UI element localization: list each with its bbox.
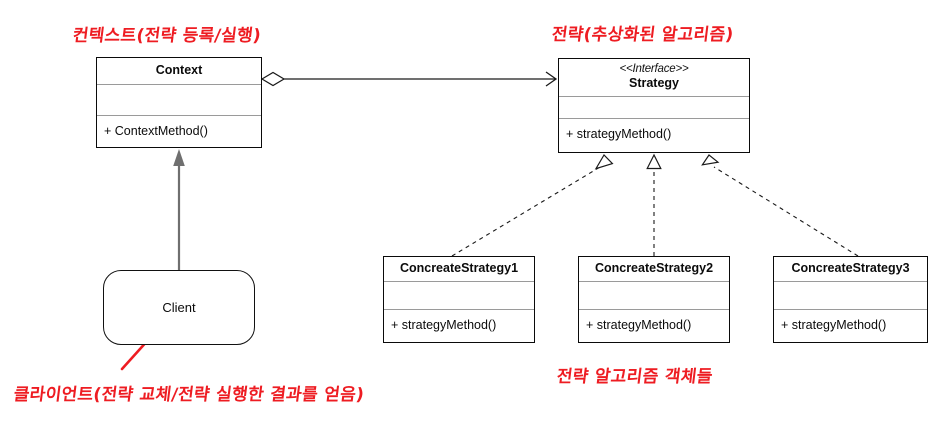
class-header-concrete-strategy-1: ConcreateStrategy1 xyxy=(384,257,534,282)
class-box-context[interactable]: Context + ContextMethod() xyxy=(96,57,262,148)
annotation-concrete-note: 전략 알고리즘 객체들 xyxy=(555,367,714,387)
annotation-client-note: 클라이언트(전략 교체/전략 실행한 결과를 얻음) xyxy=(12,385,366,405)
class-name-context: Context xyxy=(155,62,203,77)
class-operations-context: + ContextMethod() xyxy=(104,124,208,138)
class-attributes-concrete-strategy-2 xyxy=(579,282,729,310)
class-attributes-concrete-strategy-1 xyxy=(384,282,534,310)
edge-client-to-context xyxy=(173,149,185,270)
class-box-concrete-strategy-1[interactable]: ConcreateStrategy1 + strategyMethod() xyxy=(383,256,535,343)
edge-concrete2-to-strategy xyxy=(646,153,662,256)
class-box-concrete-strategy-2[interactable]: ConcreateStrategy2 + strategyMethod() xyxy=(578,256,730,343)
edge-context-to-strategy xyxy=(260,71,558,87)
class-attributes-concrete-strategy-3 xyxy=(774,282,927,310)
class-header-context: Context xyxy=(97,58,261,85)
class-header-strategy: <<Interface>> Strategy xyxy=(559,59,749,97)
class-operations-concrete-strategy-1: + strategyMethod() xyxy=(391,318,497,332)
class-attributes-context xyxy=(97,85,261,116)
class-name-concrete-strategy-2: ConcreateStrategy2 xyxy=(594,260,714,275)
class-box-concrete-strategy-3[interactable]: ConcreateStrategy3 + strategyMethod() xyxy=(773,256,928,343)
class-operations-concrete-strategy-3: + strategyMethod() xyxy=(781,318,887,332)
class-operations-concrete-strategy-2: + strategyMethod() xyxy=(586,318,692,332)
edge-concrete3-to-strategy xyxy=(701,154,859,257)
edge-concrete1-to-strategy xyxy=(451,154,614,257)
annotation-strategy-note: 전략(추상화된 알고리즘) xyxy=(550,25,735,45)
class-box-strategy[interactable]: <<Interface>> Strategy + strategyMethod(… xyxy=(558,58,750,153)
class-operations-strategy: + strategyMethod() xyxy=(566,127,672,141)
class-name-concrete-strategy-3: ConcreateStrategy3 xyxy=(791,260,910,275)
class-name-strategy: Strategy xyxy=(628,75,680,90)
class-stereotype-strategy: <<Interface>> xyxy=(619,62,689,75)
class-header-concrete-strategy-2: ConcreateStrategy2 xyxy=(579,257,729,282)
node-client-label: Client xyxy=(162,300,196,315)
class-header-concrete-strategy-3: ConcreateStrategy3 xyxy=(774,257,927,282)
class-name-concrete-strategy-1: ConcreateStrategy1 xyxy=(399,260,519,275)
class-attributes-strategy xyxy=(559,97,749,119)
annotation-context-note: 컨텍스트(전략 등록/실행) xyxy=(71,26,263,46)
node-client[interactable]: Client xyxy=(103,270,255,345)
